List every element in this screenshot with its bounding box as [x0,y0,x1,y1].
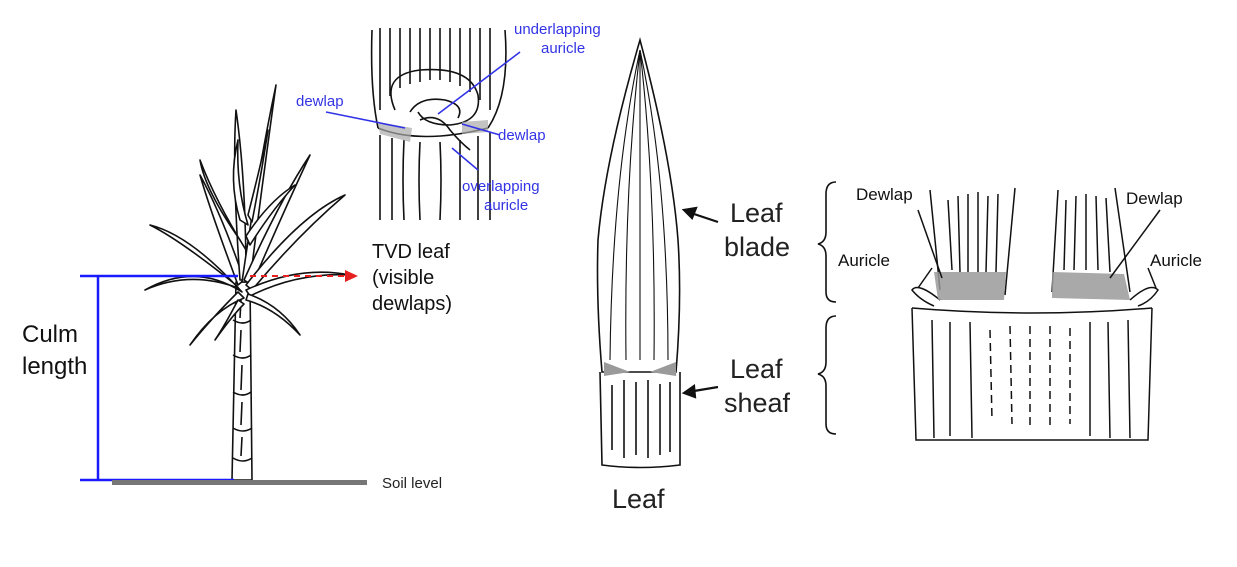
underlapping-auricle-line-1: underlapping [514,21,601,38]
tvd-dewlap-right-label: dewlap [498,127,546,144]
leaf-sheaf-label-line-1: Leaf [730,354,783,384]
detail-dewlap-shading [934,272,1130,300]
culm-label-line-1: Culm [22,321,78,348]
tvd-leaf-label-line-1: TVD leaf [372,241,450,263]
single-leaf-drawing [598,40,681,468]
detail-dewlap-left-label: Dewlap [856,185,913,204]
soil-level-label: Soil level [382,475,442,492]
tvd-leaf-label-line-3: dewlaps) [372,293,452,315]
leaf-blade-label-line-1: Leaf [730,198,783,228]
blade-sheaf-braces [818,182,836,434]
overlapping-auricle-line-2: auricle [484,197,528,214]
detail-dewlap-right-label: Dewlap [1126,189,1183,208]
leaf-sheaf-label-line-2: sheaf [724,388,791,418]
leaf-part-arrows [684,208,718,397]
leaf-blade-label-line-2: blade [724,232,790,262]
detail-auricle-right-label: Auricle [1150,251,1202,270]
overlapping-auricle-line-1: overlapping [462,178,540,195]
detail-drawing [912,188,1158,440]
leaf-caption: Leaf [612,484,665,514]
tvd-leaf-label-line-2: (visible [372,267,434,289]
underlapping-auricle-line-2: auricle [541,40,585,57]
culm-label-line-2: length [22,353,87,380]
detail-auricle-left-label: Auricle [838,251,890,270]
tvd-dewlap-left-label: dewlap [296,93,344,110]
culm-length-bracket [80,276,238,480]
soil-level-bar [112,480,367,485]
sugarcane-plant [145,85,350,480]
